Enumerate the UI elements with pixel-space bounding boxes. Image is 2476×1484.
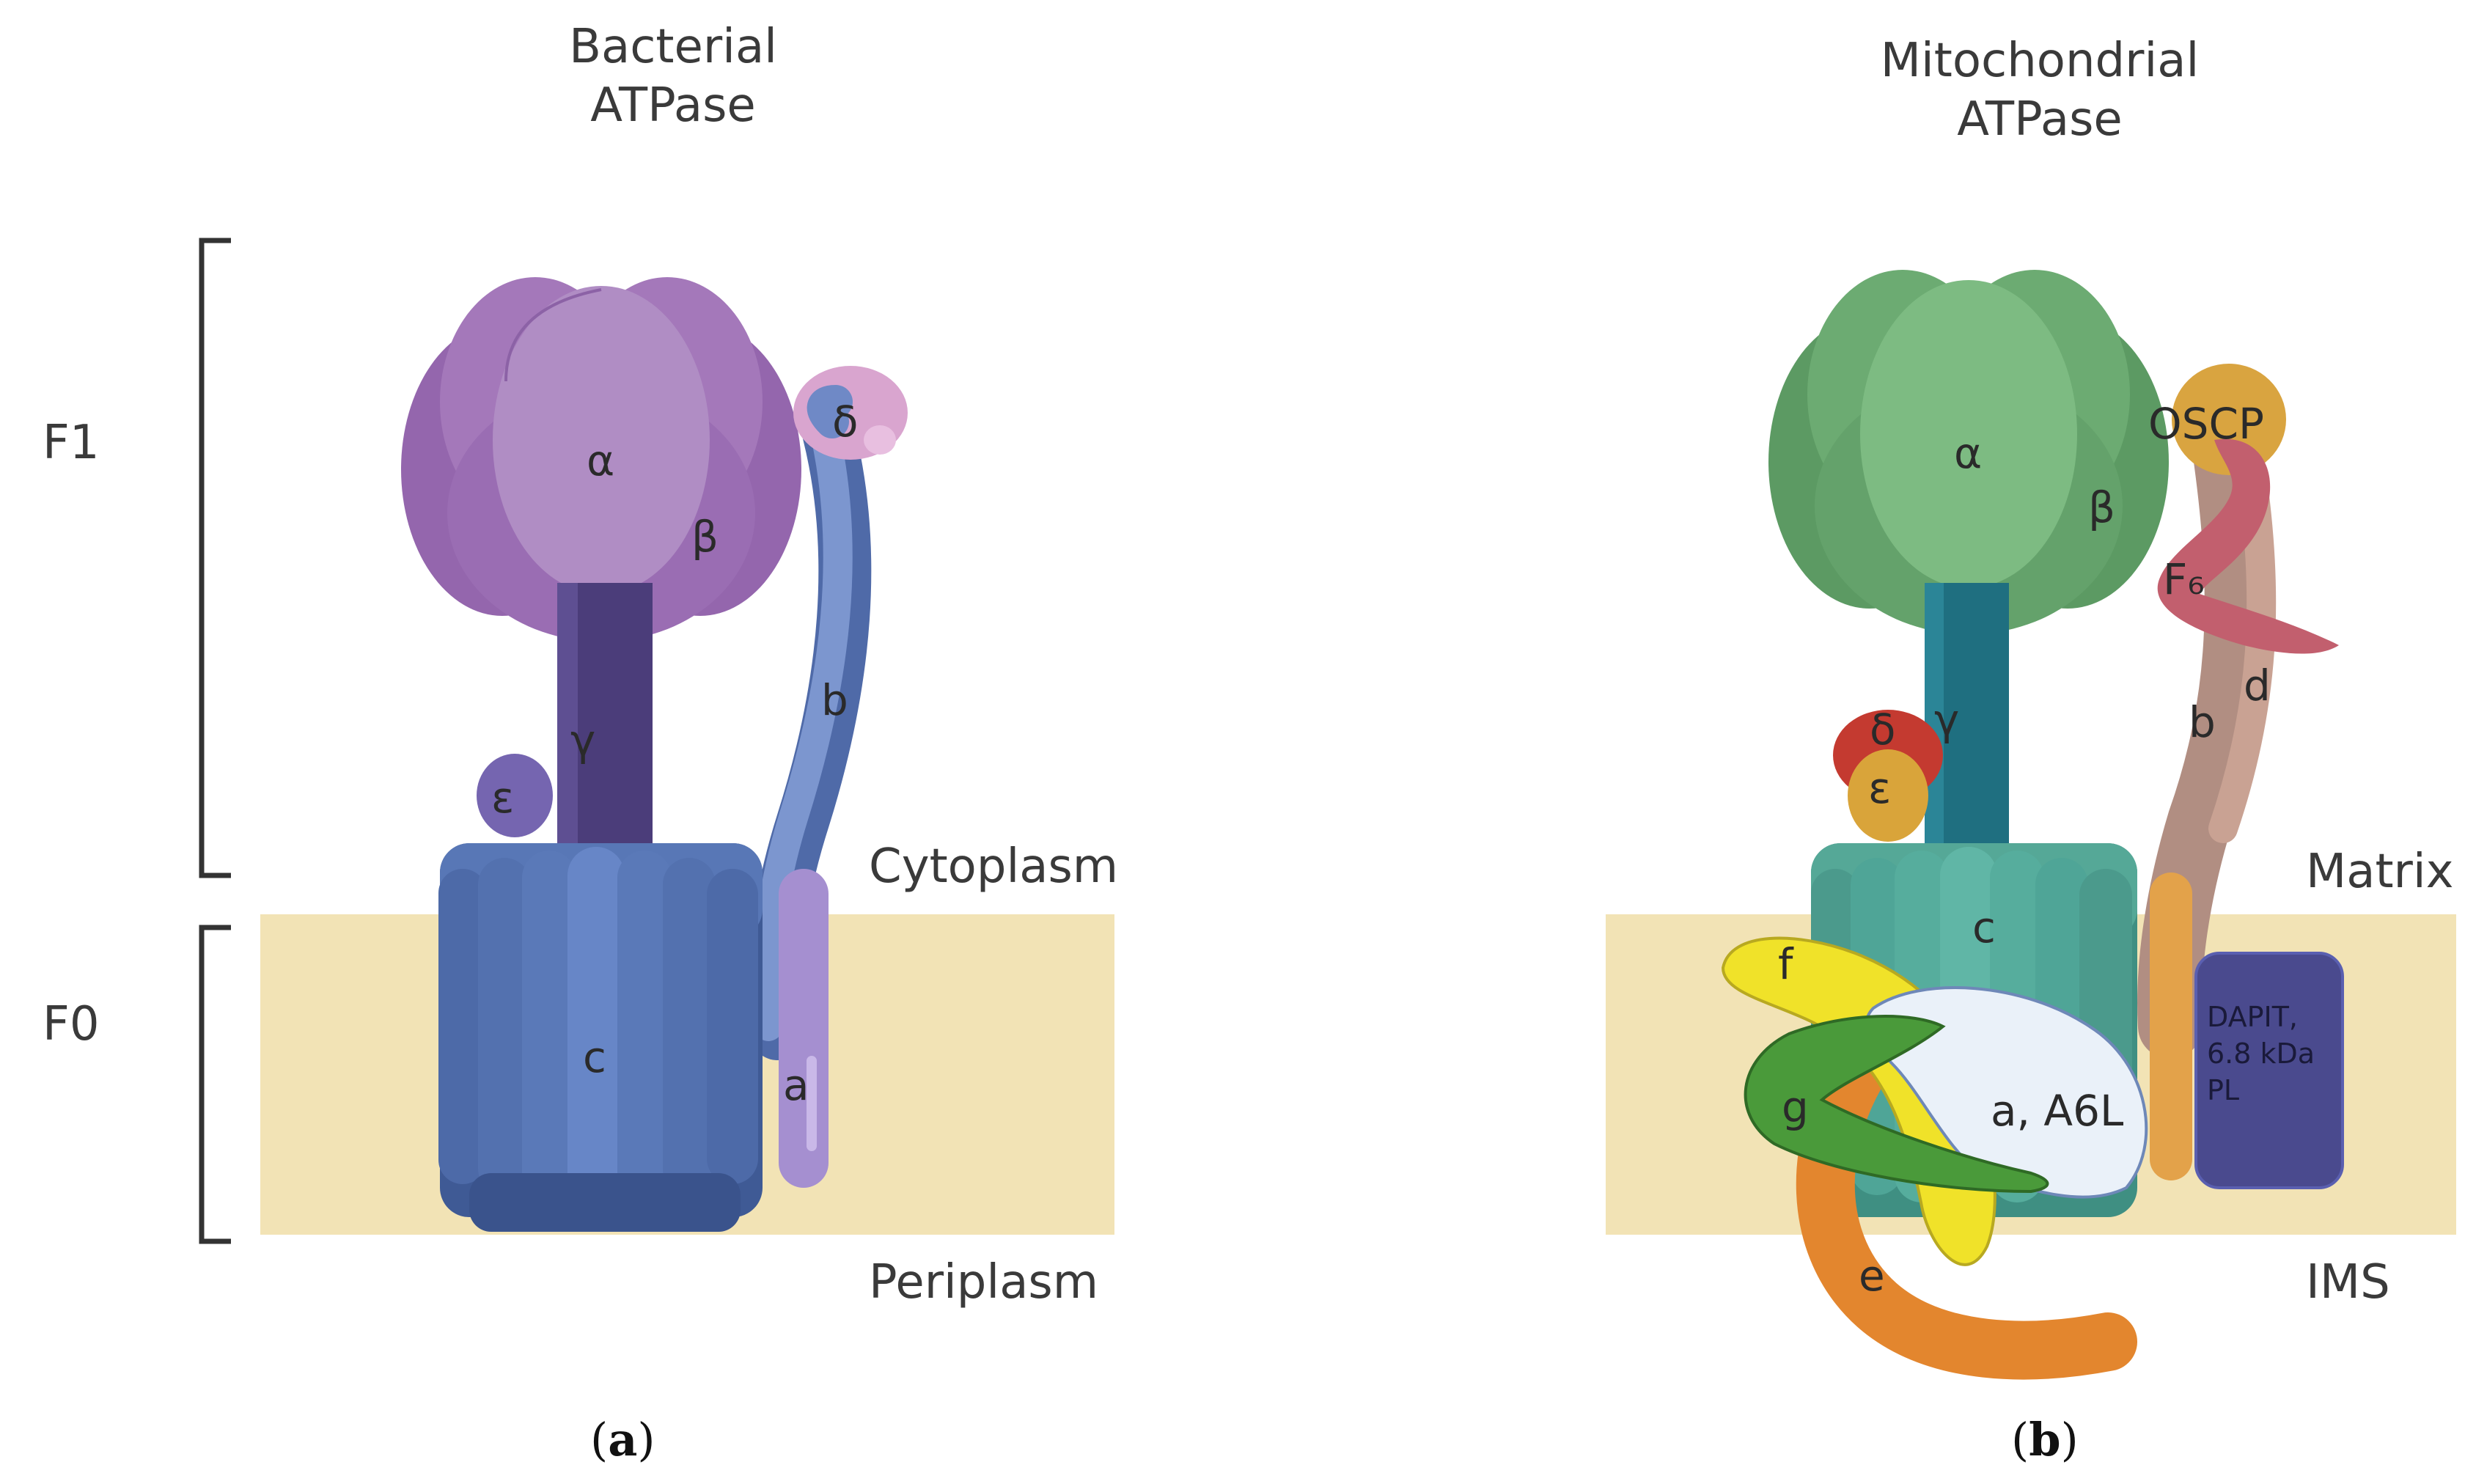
c-ring-bacterial [438,843,763,1232]
cytoplasm-label: Cytoplasm [869,840,1118,894]
ims-label: IMS [2306,1255,2390,1309]
panel-a-title-line1: Bacterial [569,20,777,74]
f1-head-mitochondrial [1768,270,2169,634]
label-a-a: a [783,1060,809,1110]
f0-bracket [199,925,231,1244]
label-b-b: b [2189,697,2216,747]
label-g: g [1782,1082,1809,1132]
label-gamma-b: γ [1934,695,1959,745]
label-epsilon-a: ε [491,773,514,823]
label-delta-a: δ [832,397,859,447]
label-f6: F₆ [2163,554,2205,604]
oscp-subunit [2172,364,2286,475]
sector-label-f0: F0 [43,997,100,1051]
sector-label-f1: F1 [43,416,100,470]
f6-subunit [2157,438,2339,654]
label-beta-a: β [691,512,719,562]
panel-b-caption: (b) [2011,1413,2079,1466]
panel-a-caption: (a) [590,1413,655,1466]
stator-membrane-segment [2150,873,2192,1180]
label-c-a: c [583,1032,606,1082]
label-a-a6l: a, A6L [1991,1086,2123,1136]
label-dapit-line1: DAPIT, [2207,1001,2298,1033]
panel-mitochondrial: Mitochondrial ATPase [1606,34,2456,1466]
label-b-a: b [821,675,848,725]
label-d-b: d [2244,661,2271,710]
f1-head-bacterial [401,277,801,642]
panel-b-title-line2: ATPase [1957,92,2123,147]
matrix-label: Matrix [2306,845,2454,899]
periplasm-label: Periplasm [869,1255,1098,1309]
panel-bacterial: Bacterial ATPase F1 F0 [43,20,1118,1466]
label-alpha-a: α [587,436,614,485]
epsilon-subunit-mitochondrial [1848,749,1928,842]
label-alpha-b: α [1954,428,1982,478]
label-beta-b: β [2088,482,2115,532]
dapit-subunit [2194,952,2344,1189]
label-oscp: OSCP [2148,399,2264,449]
epsilon-subunit-bacterial [477,754,553,837]
g-subunit [1744,1015,2049,1194]
a-a6l-subunit [1865,986,2148,1199]
label-dapit-line3: PL [2207,1074,2239,1106]
label-delta-b: δ [1870,705,1896,754]
f1-bracket [199,238,231,878]
label-epsilon-b: ε [1868,763,1891,813]
label-dapit-line2: 6.8 kDa [2207,1037,2315,1070]
label-f: f [1778,939,1794,989]
panel-b-title-line1: Mitochondrial [1881,34,2199,88]
label-e: e [1859,1251,1885,1301]
a-subunit-bacterial [779,869,829,1188]
panel-a-title-line2: ATPase [590,78,756,133]
label-c-b: c [1972,903,1996,952]
label-gamma-a: γ [570,716,595,765]
